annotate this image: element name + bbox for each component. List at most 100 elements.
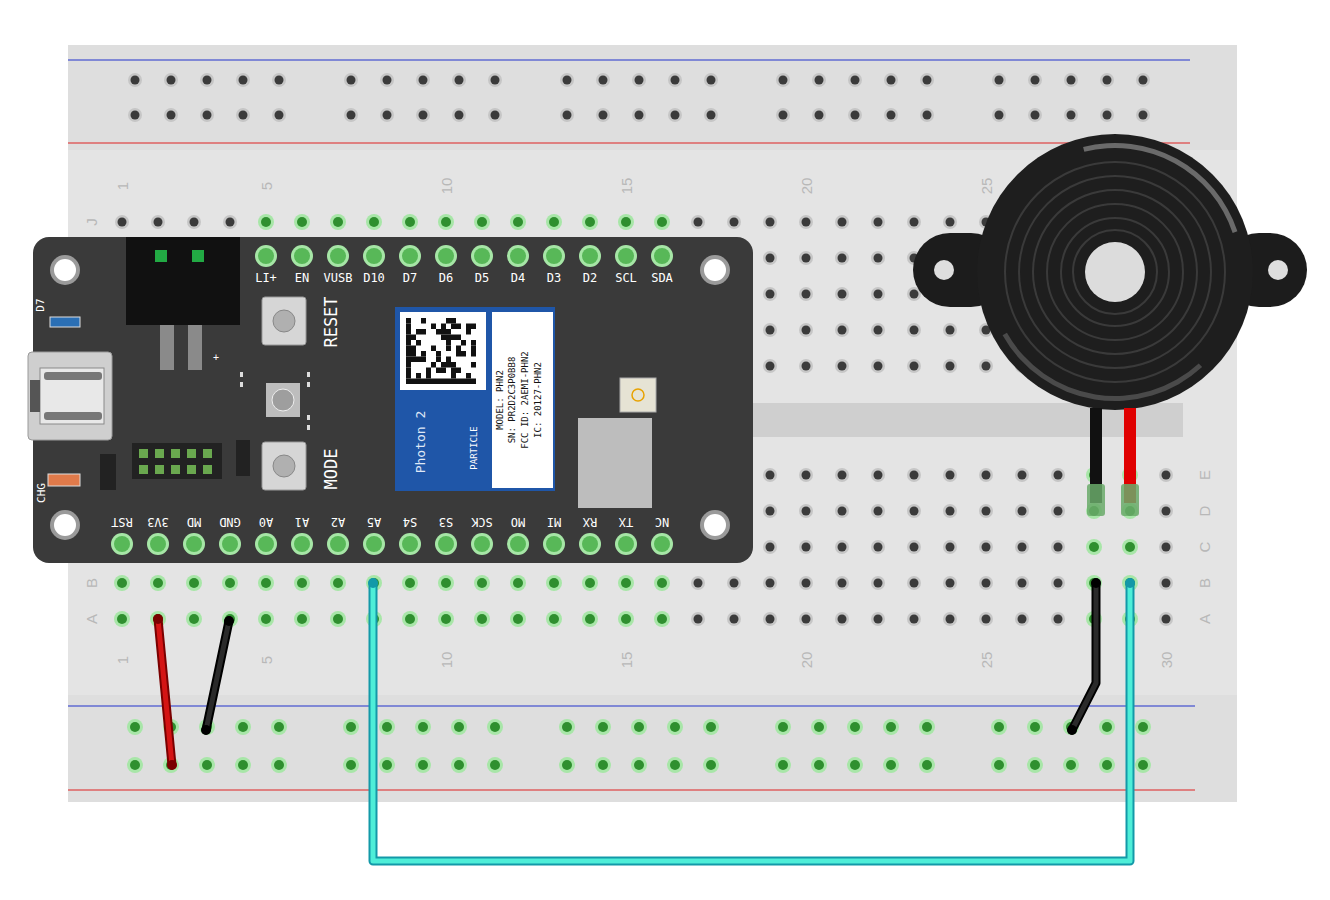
hole	[200, 73, 214, 87]
header-pin	[171, 449, 180, 458]
hole	[943, 468, 957, 482]
hole	[727, 576, 741, 590]
hole-rim	[991, 757, 1007, 773]
hole-rim	[1015, 576, 1029, 590]
datamatrix-cell	[451, 368, 456, 374]
hole-rim	[943, 323, 957, 337]
smd-dot	[307, 382, 310, 387]
pin-pad	[618, 248, 634, 264]
datamatrix-cell	[451, 373, 456, 379]
hole-center	[910, 326, 919, 335]
row-letter: A	[84, 614, 99, 624]
occupied-hole	[595, 719, 611, 735]
hole-center	[621, 217, 631, 227]
hole-center	[261, 217, 271, 227]
hole-rim	[979, 612, 993, 626]
hole-rim	[271, 719, 287, 735]
occupied-hole	[415, 719, 431, 735]
pin-label: A2	[331, 516, 345, 528]
hole-rim	[811, 757, 827, 773]
occupied-hole	[451, 719, 467, 735]
hole-rim	[811, 719, 827, 735]
occupied-hole	[811, 719, 827, 735]
occupied-hole	[667, 757, 683, 773]
datamatrix-cell	[466, 329, 471, 335]
datamatrix-cell	[416, 329, 421, 335]
datamatrix-cell	[436, 368, 441, 374]
hole-rim	[775, 757, 791, 773]
datamatrix-cell	[421, 318, 426, 324]
hole-rim	[1064, 108, 1078, 122]
datamatrix-cell	[421, 357, 426, 363]
hole-center	[491, 111, 500, 120]
hole-rim	[704, 73, 718, 87]
datamatrix-cell	[411, 335, 416, 341]
hole-center	[226, 218, 235, 227]
hole-center	[922, 722, 932, 732]
hole-rim	[907, 612, 921, 626]
hole-center	[239, 111, 248, 120]
occupied-hole	[235, 757, 251, 773]
hole-rim	[763, 576, 777, 590]
hole-rim	[164, 108, 178, 122]
hole-center	[910, 218, 919, 227]
hole	[799, 504, 813, 518]
hole-rim	[344, 108, 358, 122]
hole	[943, 612, 957, 626]
led-chg	[48, 474, 80, 486]
datamatrix-cell	[446, 379, 451, 385]
hole-rim	[763, 359, 777, 373]
datamatrix-cell	[406, 346, 411, 352]
hole-center	[766, 615, 775, 624]
hole-rim	[236, 73, 250, 87]
hole-center	[1031, 111, 1040, 120]
hole	[763, 323, 777, 337]
hole-rim	[848, 108, 862, 122]
hole-rim	[1027, 719, 1043, 735]
occupied-hole	[1135, 757, 1151, 773]
pin-label: SCK	[471, 516, 493, 528]
header-pin	[187, 465, 196, 474]
hole	[799, 215, 813, 229]
hole-rim	[799, 251, 813, 265]
hole-rim	[127, 719, 143, 735]
occupied-hole	[438, 611, 454, 627]
pin-ring	[111, 533, 133, 555]
header-pin	[203, 465, 212, 474]
datamatrix-cell	[471, 351, 476, 357]
hole-rim	[582, 575, 598, 591]
pin-pad	[366, 536, 382, 552]
occupied-hole	[991, 719, 1007, 735]
hole-center	[513, 217, 523, 227]
hole-rim	[258, 611, 274, 627]
hole-rim	[1051, 504, 1065, 518]
hole	[668, 73, 682, 87]
hole-rim	[979, 468, 993, 482]
hole-center	[670, 722, 680, 732]
hole	[907, 323, 921, 337]
occupied-hole	[294, 611, 310, 627]
module-id-text: FCC ID: 2AEMI-PHN2	[521, 351, 530, 449]
hole-center	[982, 362, 991, 371]
hole-rim	[727, 612, 741, 626]
column-number: 1	[115, 656, 130, 664]
hole	[727, 215, 741, 229]
hole-center	[766, 362, 775, 371]
hole-rim	[691, 576, 705, 590]
hole-center	[203, 76, 212, 85]
hole-rim	[186, 611, 202, 627]
pin-pad	[546, 248, 562, 264]
datamatrix-cell	[446, 318, 451, 324]
hole	[835, 215, 849, 229]
hole-center	[563, 76, 572, 85]
hole-rim	[474, 611, 490, 627]
hole	[812, 73, 826, 87]
hole	[763, 251, 777, 265]
hole-center	[838, 362, 847, 371]
datamatrix-cell	[451, 324, 456, 330]
pin-label: VUSB	[324, 272, 353, 284]
hole	[1159, 540, 1173, 554]
datamatrix-cell	[446, 362, 451, 368]
hole-center	[383, 76, 392, 85]
